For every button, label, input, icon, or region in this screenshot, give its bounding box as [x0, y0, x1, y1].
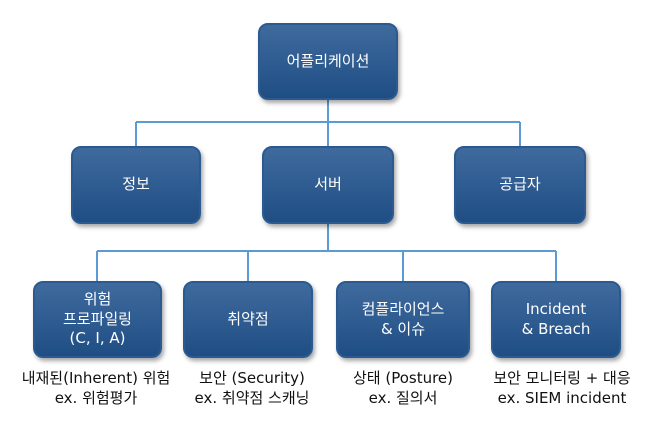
node-application-label: 어플리케이션 — [286, 51, 370, 70]
node-risk-profiling-line2: 프로파일링 — [62, 309, 132, 328]
node-risk-profiling: 위험 프로파일링 (C, I, A) — [33, 281, 162, 358]
caption-posture: 상태 (Posture) ex. 질의서 — [340, 368, 466, 409]
caption-posture-line1: 상태 (Posture) — [352, 369, 454, 387]
node-compliance-line2: & 이슈 — [380, 319, 426, 338]
node-vulnerability: 취약점 — [183, 281, 313, 358]
node-application: 어플리케이션 — [258, 23, 398, 100]
node-risk-profiling-line1: 위험 — [83, 290, 112, 309]
caption-inherent-risk-line2: ex. 위험평가 — [54, 389, 138, 408]
node-risk-profiling-line3: (C, I, A) — [69, 329, 126, 348]
caption-security: 보안 (Security) ex. 취약점 스캐닝 — [176, 368, 328, 409]
node-compliance: 컴플라이언스 & 이슈 — [336, 281, 470, 358]
caption-security-line1: 보안 (Security) — [199, 369, 305, 387]
node-supplier-label: 공급자 — [499, 175, 541, 194]
node-incident-breach: Incident & Breach — [491, 281, 621, 358]
caption-monitoring: 보안 모니터링 + 대응 ex. SIEM incident — [472, 368, 652, 409]
caption-posture-line2: ex. 질의서 — [368, 389, 438, 408]
caption-inherent-risk: 내재된(Inherent) 위험 ex. 위험평가 — [6, 368, 186, 409]
node-info-label: 정보 — [122, 175, 150, 194]
caption-monitoring-line2: ex. SIEM incident — [497, 389, 627, 408]
node-server-label: 서버 — [314, 175, 342, 194]
node-incident-line1: Incident — [525, 300, 587, 318]
node-server: 서버 — [262, 146, 394, 224]
node-vulnerability-label: 취약점 — [227, 309, 269, 328]
caption-security-line2: ex. 취약점 스캐닝 — [194, 389, 310, 408]
node-supplier: 공급자 — [454, 146, 586, 224]
node-info: 정보 — [71, 146, 201, 224]
node-incident-line2: & Breach — [521, 319, 591, 338]
caption-inherent-risk-line1: 내재된(Inherent) 위험 — [21, 369, 171, 387]
node-compliance-line1: 컴플라이언스 — [361, 300, 445, 318]
caption-monitoring-line1: 보안 모니터링 + 대응 — [493, 369, 631, 387]
